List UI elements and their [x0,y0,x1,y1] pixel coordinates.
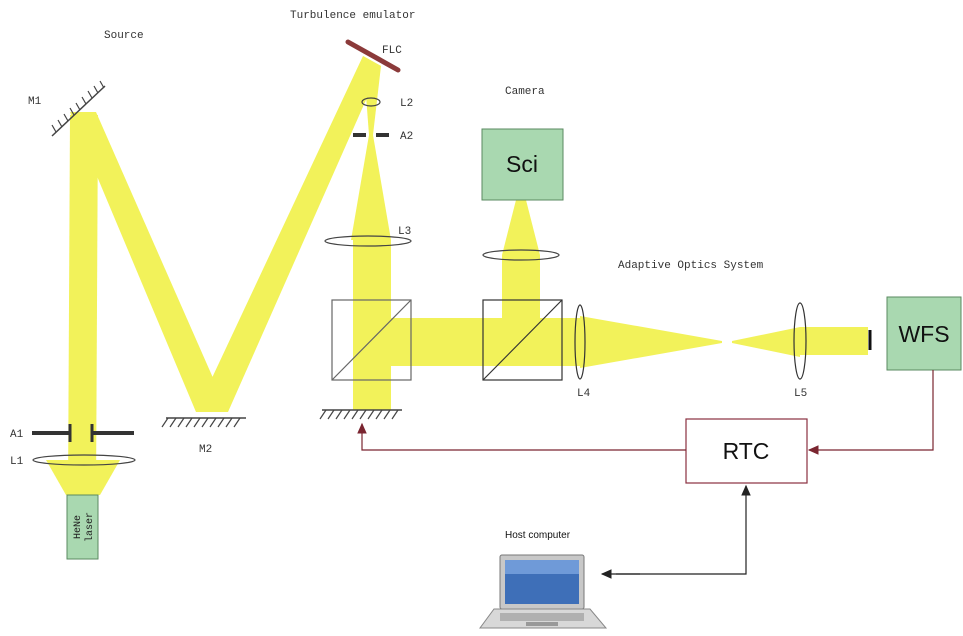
laser-beam [46,56,868,495]
beam-lens-to-sci [502,200,540,255]
beam-l4-to-focus [580,316,722,368]
label-l4: L4 [577,388,591,400]
hene-laser-box [66,494,99,560]
beam-bs2-to-lens [502,255,540,325]
beam-laser-to-m1 [68,115,98,495]
beam-m1-to-m2 [70,112,228,412]
deformable-mirror [319,409,402,420]
flc-element [345,39,401,73]
section-title-ao: Adaptive Optics System [618,260,764,272]
rtc-label: RTC [723,438,770,464]
label-m2: M2 [199,444,212,456]
label-l5: L5 [794,388,807,400]
lens-l4 [574,304,586,380]
label-a2: A2 [400,131,413,143]
beam-splitter-1 [331,299,412,381]
beam-bs1-to-l4 [384,318,580,366]
lens-l2 [361,97,381,107]
section-title-camera: Camera [505,86,545,98]
mirror-m2 [161,417,246,428]
lens-l3 [324,235,412,247]
rtc-to-mirror-line [357,422,686,451]
label-l3: L3 [398,226,411,238]
label-flc: FLC [382,45,402,57]
section-title-source: Source [104,30,144,42]
wfs-to-rtc-line [807,370,934,455]
beam-splitter-2 [482,299,563,381]
beam-m2-to-flc [196,56,381,412]
host-computer-label: Host computer [505,530,571,541]
mirror-m1 [51,80,106,137]
rtc-box [685,418,808,484]
label-m1: M1 [28,96,42,108]
laptop-icon [479,554,608,629]
hene-laser-label-line1: HeNe [73,515,84,539]
sci-camera-box [481,128,564,201]
beam-laser-fan [46,460,120,495]
lens-l1 [32,454,136,466]
label-a1: A1 [10,429,24,441]
hene-laser-label-line2: laser [84,512,96,542]
label-l1: L1 [10,456,24,468]
wfs-box [886,296,962,371]
lens-camera [482,249,560,261]
beam-focus-to-l5 [732,327,800,357]
host-to-rtc-line [616,484,751,575]
sci-camera-label: Sci [506,151,538,177]
beam-flc-to-l2 [363,56,381,135]
lens-l5 [793,302,807,380]
section-title-turbulence: Turbulence emulator [290,10,415,22]
aperture-a1 [32,424,134,442]
beam-l5-to-wfs [800,327,868,355]
label-l2: L2 [400,98,413,110]
beam-focus-to-l3 [351,135,391,240]
wfs-label: WFS [898,321,949,347]
